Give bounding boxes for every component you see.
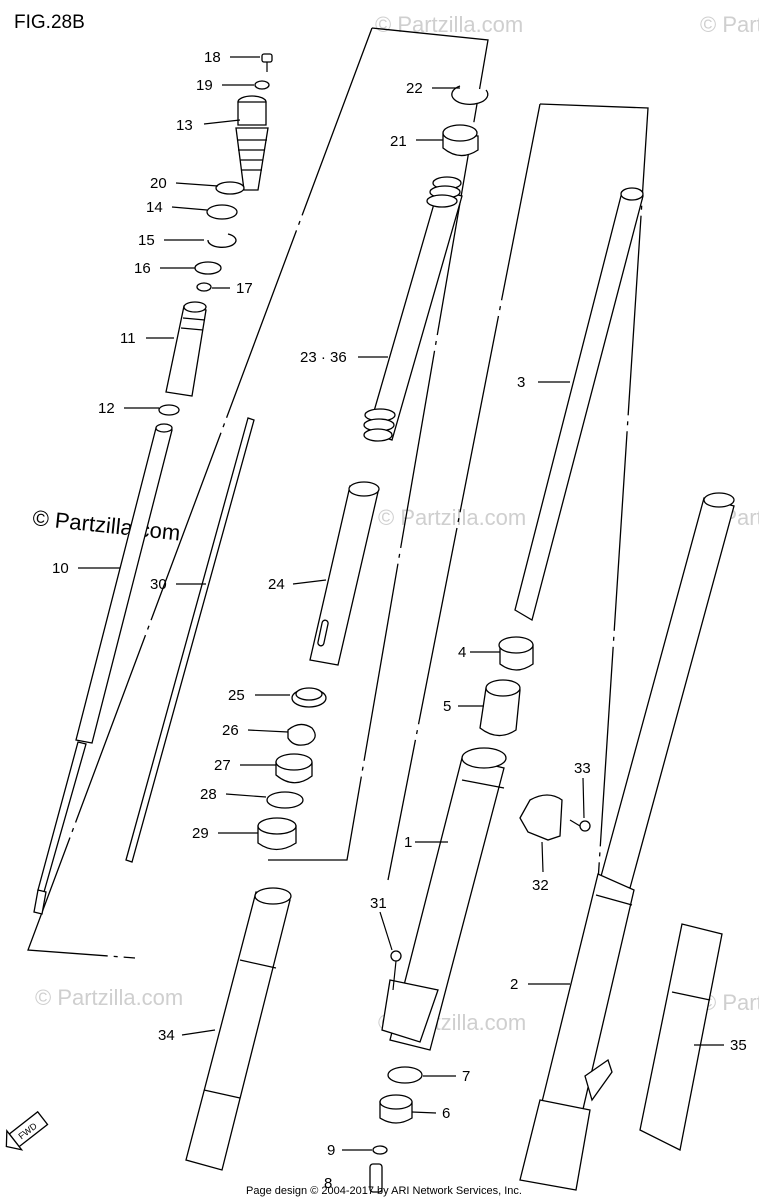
label-part-32: 32 (532, 877, 549, 894)
leader-lines (78, 56, 724, 1151)
label-part-33: 33 (574, 760, 591, 777)
part-15-clip (207, 233, 237, 248)
label-part-31: 31 (370, 895, 387, 912)
part-4-bushing (498, 636, 534, 671)
label-part-18: 18 (204, 49, 221, 66)
figure-title: FIG.28B (14, 12, 85, 33)
watermark-faint: © Partzilla.com (378, 505, 526, 530)
label-part-28: 28 (200, 786, 217, 803)
part-20-o-ring (215, 181, 245, 195)
part-33-bolt (569, 819, 591, 832)
label-part-25: 25 (228, 687, 245, 704)
label-part-11: 11 (120, 330, 136, 347)
assembly-outline-right (387, 103, 649, 1161)
label-part-29: 29 (192, 825, 209, 842)
part-10-damper-rod (33, 423, 173, 915)
label-part-8: 8 (324, 1175, 332, 1192)
part-25-seal (291, 687, 327, 708)
part-7-ring (387, 1066, 423, 1084)
label-part-6: 6 (442, 1105, 450, 1122)
part-24-cylinder (309, 481, 380, 666)
label-part-16: 16 (134, 260, 151, 277)
label-part-30: 30 (150, 576, 167, 593)
label-part-20: 20 (150, 175, 167, 192)
part-8-bolt (369, 1163, 383, 1193)
part-12-ring (158, 404, 180, 416)
assembly-outline-left (27, 27, 489, 959)
part-29-bushing (257, 817, 297, 851)
part-14-ring (206, 204, 238, 220)
part-13-cap-bolt (235, 95, 269, 191)
part-19-washer (254, 80, 270, 90)
part-23-36-spring (363, 176, 463, 442)
part-28-ring (266, 791, 304, 809)
part-21-seal (442, 124, 479, 157)
part-1-outer-tube (381, 747, 507, 1051)
label-part-21: 21 (390, 133, 407, 150)
fwd-arrow: FWD (5, 1110, 49, 1151)
label-part-12: 12 (98, 400, 115, 417)
label-part-9: 9 (327, 1142, 335, 1159)
label-part-13: 13 (176, 117, 193, 134)
footer-copyright: Page design © 2004-2017 by ARI Network S… (246, 1185, 522, 1197)
part-35-guard (639, 923, 723, 1151)
label-part-1: 1 (404, 834, 412, 851)
label-part-7: 7 (462, 1068, 470, 1085)
part-9-washer (372, 1145, 388, 1155)
part-3-inner-tube (514, 187, 644, 621)
watermark-main: © Partzilla.com (31, 505, 181, 545)
part-27-seal (275, 753, 313, 784)
part-22-circlip (451, 85, 489, 105)
part-31-bolt (390, 950, 402, 991)
part-6-nut (379, 1094, 413, 1124)
part-labels: 1 2 3 4 5 6 7 8 9 10 11 12 13 14 15 16 1… (52, 49, 747, 1192)
watermark-faint: © Partzilla.com (375, 12, 523, 37)
watermark-faint: © Partzilla.com (35, 985, 183, 1010)
label-part-26: 26 (222, 722, 239, 739)
label-part-27: 27 (214, 757, 231, 774)
label-part-14: 14 (146, 199, 163, 216)
label-part-5: 5 (443, 698, 451, 715)
label-part-34: 34 (158, 1027, 175, 1044)
part-34-guard (185, 887, 292, 1171)
part-32-clamp (519, 794, 563, 841)
label-part-4: 4 (458, 644, 466, 661)
part-16-ring (194, 261, 222, 275)
label-part-22: 22 (406, 80, 423, 97)
label-part-35: 35 (730, 1037, 747, 1054)
label-part-23-36: 23 · 36 (300, 349, 347, 366)
part-17-small-ring (196, 282, 212, 292)
label-part-19: 19 (196, 77, 213, 94)
label-part-17: 17 (236, 280, 253, 297)
label-part-15: 15 (138, 232, 155, 249)
label-part-10: 10 (52, 560, 69, 577)
part-5-bushing (479, 679, 521, 737)
part-30-rod (125, 417, 255, 863)
part-2-fork-assembly (519, 492, 735, 1191)
part-18-screw (261, 53, 273, 72)
label-part-3: 3 (517, 374, 525, 391)
label-part-2: 2 (510, 976, 518, 993)
watermark-faint: © Partzilla.com (700, 12, 759, 37)
label-part-24: 24 (268, 576, 285, 593)
part-11-spacer (165, 301, 207, 397)
part-26-plate (287, 723, 316, 746)
